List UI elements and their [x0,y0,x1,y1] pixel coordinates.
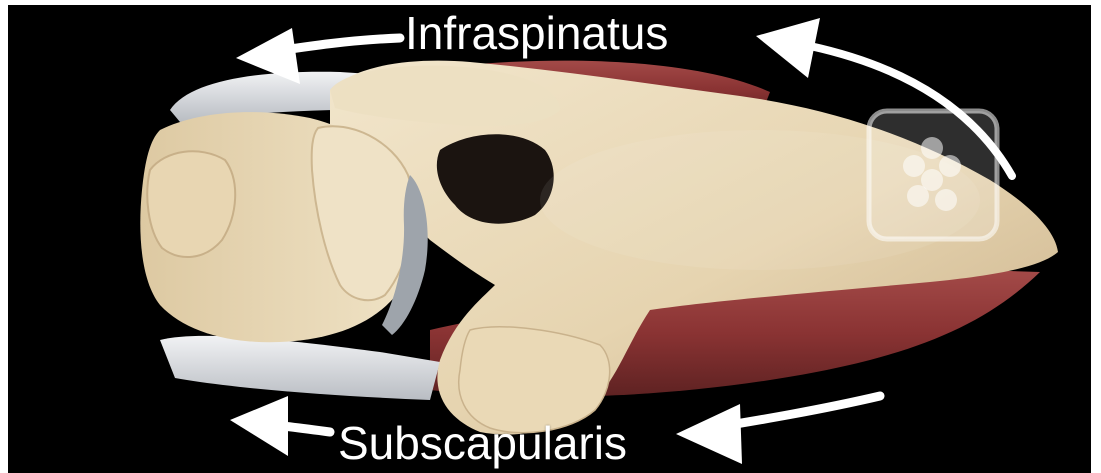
right-border [1091,0,1101,473]
top-border [0,0,1101,5]
greater-tubercle [147,151,235,257]
logo-watermark-icon [866,108,1000,242]
arrow-bottom-right [676,396,880,464]
arrow-bottom-left [230,396,330,456]
subscapularis-label: Subscapularis [338,420,627,466]
infraspinatus-label: Infraspinatus [405,10,668,56]
left-border [0,0,8,473]
subscapularis-tendon [160,336,440,400]
